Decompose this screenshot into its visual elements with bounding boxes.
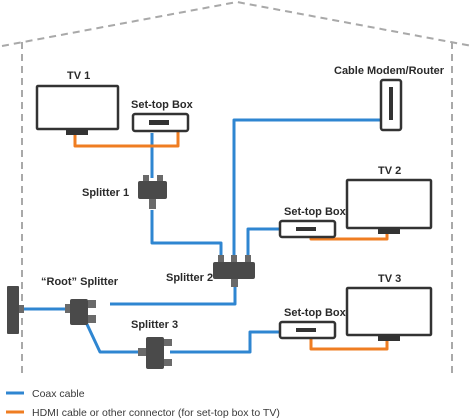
root-splitter-input (65, 304, 72, 313)
splitter-2 (213, 255, 255, 287)
splitter-1-body (138, 181, 167, 199)
splitter-1-label: Splitter 1 (82, 187, 129, 199)
splitter-3 (138, 337, 172, 369)
cable-modem-label: Cable Modem/Router (334, 65, 445, 77)
hdmi-stb1-tv1 (73, 122, 180, 148)
set-top-box-1 (131, 112, 190, 133)
coax-splitter3-stb3 (170, 330, 280, 354)
tv-2-label: TV 2 (378, 165, 401, 177)
legend: Coax cable HDMI cable or other connector… (6, 388, 280, 419)
hdmi-stb3-tv3 (309, 336, 389, 351)
splitter-2-label: Splitter 2 (166, 272, 213, 284)
tv-1-stand (66, 129, 88, 135)
coax-root-splitter3 (83, 319, 143, 354)
tv-1-label: TV 1 (67, 70, 90, 82)
splitter-2-port-a (218, 255, 224, 262)
wall-coax-outlet-plate (7, 286, 19, 334)
splitter-2-output (231, 279, 238, 287)
legend-coax-label: Coax cable (32, 388, 85, 400)
root-splitter (65, 299, 96, 325)
set-top-box-2-slot (296, 227, 316, 231)
splitter-1 (138, 175, 167, 209)
splitter-2-port-b (231, 255, 237, 262)
set-top-box-3-label: Set-top Box (284, 307, 347, 319)
splitter-1-port-a (143, 175, 149, 181)
coax-cables (20, 118, 381, 354)
root-splitter-label: “Root” Splitter (41, 276, 119, 288)
tv-2-screen (345, 178, 433, 230)
coax-stb2-splitter2 (246, 227, 280, 257)
coax-modem-splitter2 (232, 118, 381, 257)
cable-modem-panel (389, 87, 393, 120)
house-outline (1, 0, 473, 374)
splitter-3-label: Splitter 3 (131, 319, 178, 331)
tv-3 (345, 286, 433, 341)
cable-modem (379, 78, 403, 132)
set-top-box-1-label: Set-top Box (131, 99, 194, 111)
splitter-2-port-c (245, 255, 251, 262)
splitter-3-input (138, 348, 147, 356)
splitter-1-output (149, 199, 156, 209)
legend-hdmi-label: HDMI cable or other connector (for set-t… (32, 407, 280, 419)
splitter-3-port-a (164, 339, 172, 346)
root-splitter-port-b (88, 315, 96, 323)
set-top-box-3-slot (296, 328, 316, 332)
coax-splitter2-root (110, 284, 237, 306)
tv-2 (345, 178, 433, 234)
set-top-box-3 (278, 320, 337, 340)
set-top-box-2 (278, 219, 337, 239)
root-splitter-port-a (88, 300, 96, 308)
set-top-box-1-slot (149, 120, 169, 125)
tv-3-screen (345, 286, 433, 337)
tv-3-label: TV 3 (378, 273, 401, 285)
coax-splitter1-splitter2 (150, 210, 223, 257)
root-splitter-body (70, 299, 88, 325)
splitter-1-port-b (157, 175, 163, 181)
tv-3-stand (378, 335, 400, 341)
tv-1-screen (35, 84, 120, 131)
set-top-box-2-label: Set-top Box (284, 206, 347, 218)
tv-1 (35, 84, 120, 135)
splitter-2-body (213, 262, 255, 279)
wall-coax-outlet-jack (19, 305, 24, 313)
splitter-3-body (146, 337, 164, 369)
tv-2-stand (378, 228, 400, 234)
splitter-3-port-b (164, 359, 172, 366)
wall-coax-outlet (7, 286, 24, 334)
